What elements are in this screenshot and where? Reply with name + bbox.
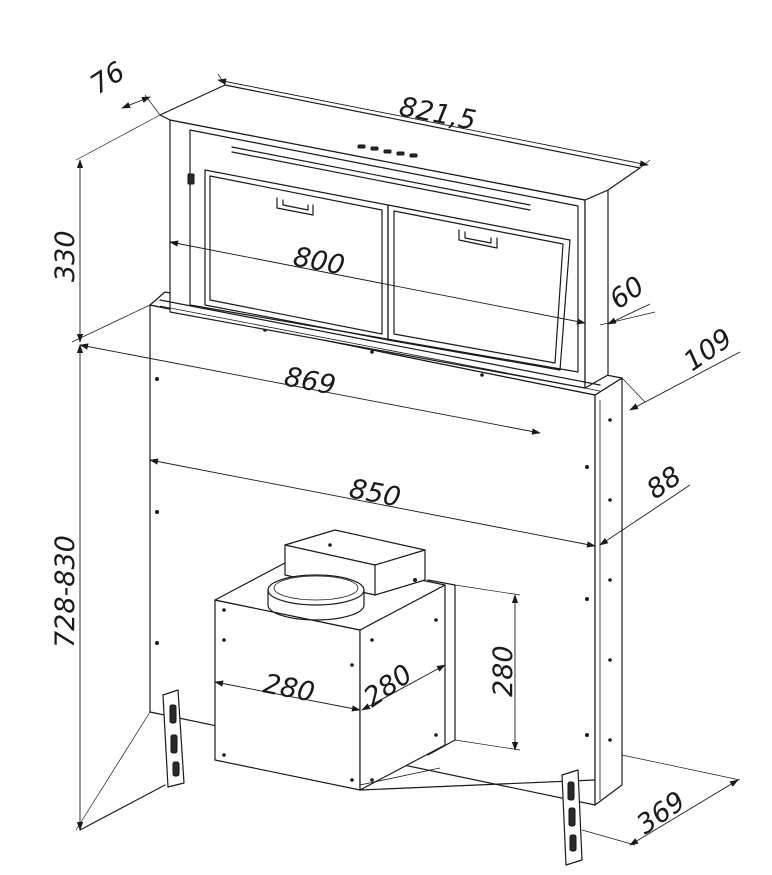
dim-total-depth: 109 [678, 323, 738, 378]
support-leg-right [561, 769, 583, 866]
dim-leg-depth: 369 [631, 786, 691, 841]
dim-panel-thickness: 60 [604, 271, 650, 316]
dim-side-depth: 88 [641, 461, 687, 506]
dim-total-height: 728-830 [50, 535, 81, 648]
support-leg-left [162, 689, 185, 788]
duct-outlet-ring [267, 574, 365, 621]
dimension-lines [71, 73, 741, 846]
dim-motor-height: 280 [488, 645, 519, 697]
dim-hood-height: 330 [50, 230, 81, 282]
side-knob-icon [187, 173, 195, 185]
dim-hood-depth: 76 [85, 56, 131, 101]
